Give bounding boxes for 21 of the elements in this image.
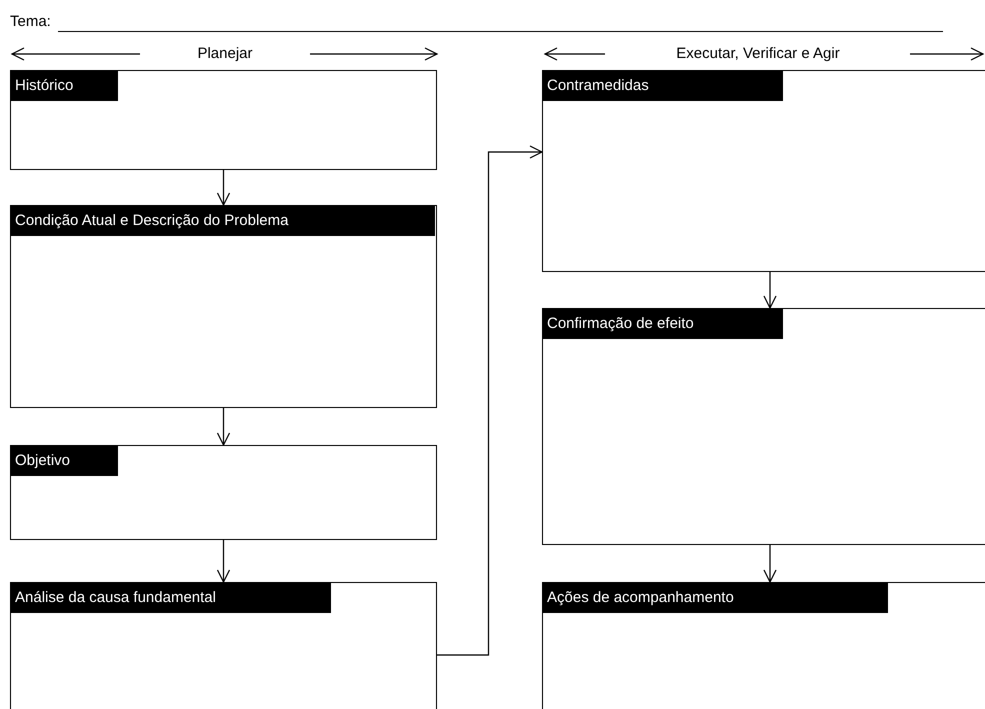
arrow	[216, 170, 230, 206]
section-heading: Análise da causa fundamental	[11, 583, 331, 613]
section-heading: Histórico	[11, 71, 118, 101]
section-heading: Contramedidas	[543, 71, 783, 101]
topic-label: Tema:	[10, 12, 51, 32]
section-heading: Condição Atual e Descrição do Problema	[11, 206, 435, 236]
section-box	[10, 205, 437, 408]
section-box	[542, 582, 985, 709]
section-box	[10, 445, 437, 540]
section-heading: Objetivo	[11, 446, 118, 476]
arrow	[763, 272, 777, 309]
section-heading: Confirmação de efeito	[543, 309, 783, 339]
section-heading: Ações de acompanhamento	[543, 583, 888, 613]
arrow	[216, 540, 230, 583]
arrow	[437, 145, 543, 656]
arrow	[763, 545, 777, 583]
section-box	[542, 308, 985, 545]
section-box	[10, 582, 437, 709]
section-box	[10, 70, 437, 170]
section-box	[542, 70, 985, 272]
arrow	[216, 408, 230, 446]
